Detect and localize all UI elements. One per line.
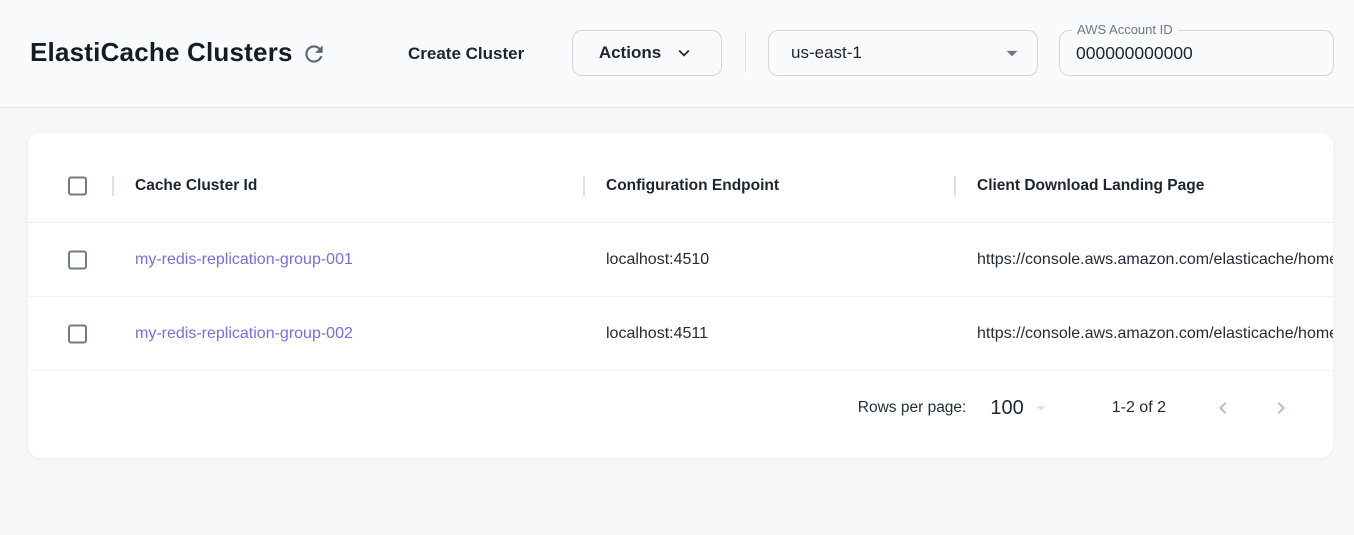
- actions-menu-button[interactable]: Actions: [572, 30, 722, 76]
- column-separator: [112, 176, 114, 196]
- cluster-id-link[interactable]: my-redis-replication-group-002: [135, 325, 353, 342]
- pagination-range-label: 1-2 of 2: [1112, 399, 1166, 417]
- select-all-checkbox[interactable]: [68, 176, 87, 195]
- rows-per-page-value: 100: [990, 397, 1023, 420]
- cluster-id-link[interactable]: my-redis-replication-group-001: [135, 251, 353, 268]
- clusters-table-card: Cache Cluster Id Configuration Endpoint …: [28, 133, 1333, 458]
- table-pagination: Rows per page: 100 1-2 of 2: [28, 371, 1333, 445]
- aws-account-id-label: AWS Account ID: [1072, 22, 1178, 37]
- configuration-endpoint-cell: localhost:4510: [606, 251, 709, 269]
- page-title: ElastiCache Clusters: [30, 37, 293, 68]
- toolbar-divider: [745, 33, 746, 73]
- table-row: my-redis-replication-group-002 localhost…: [28, 297, 1333, 371]
- create-cluster-button[interactable]: Create Cluster: [398, 38, 534, 70]
- table-row: my-redis-replication-group-001 localhost…: [28, 223, 1333, 297]
- chevron-left-icon: [1211, 396, 1235, 420]
- dropdown-arrow-icon: [999, 40, 1025, 66]
- refresh-button[interactable]: [299, 39, 329, 69]
- column-separator: [954, 176, 956, 196]
- row-checkbox[interactable]: [68, 250, 87, 269]
- column-header-configuration-endpoint: Configuration Endpoint: [606, 177, 779, 195]
- column-header-client-download-landing-page: Client Download Landing Page: [977, 177, 1333, 195]
- chevron-down-icon: [673, 42, 695, 64]
- column-header-cache-cluster-id: Cache Cluster Id: [135, 177, 257, 195]
- previous-page-button[interactable]: [1208, 393, 1238, 423]
- top-bar: ElastiCache Clusters Create Cluster Acti…: [0, 0, 1354, 108]
- refresh-icon: [301, 41, 327, 67]
- column-separator: [583, 176, 585, 196]
- table-header-row: Cache Cluster Id Configuration Endpoint …: [28, 149, 1333, 223]
- client-download-landing-page-cell: https://console.aws.amazon.com/elasticac…: [977, 325, 1333, 343]
- aws-account-id-field: AWS Account ID: [1059, 30, 1334, 76]
- aws-account-id-input[interactable]: [1060, 31, 1333, 75]
- chevron-right-icon: [1269, 396, 1293, 420]
- next-page-button[interactable]: [1266, 393, 1296, 423]
- dropdown-arrow-icon: [1030, 397, 1052, 419]
- rows-per-page-select[interactable]: 100: [990, 397, 1051, 420]
- rows-per-page-label: Rows per page:: [858, 399, 967, 417]
- configuration-endpoint-cell: localhost:4511: [606, 325, 708, 343]
- actions-button-label: Actions: [599, 43, 661, 63]
- row-checkbox[interactable]: [68, 324, 87, 343]
- client-download-landing-page-cell: https://console.aws.amazon.com/elasticac…: [977, 251, 1333, 269]
- region-select[interactable]: us-east-1: [768, 30, 1038, 76]
- region-select-value: us-east-1: [791, 43, 862, 63]
